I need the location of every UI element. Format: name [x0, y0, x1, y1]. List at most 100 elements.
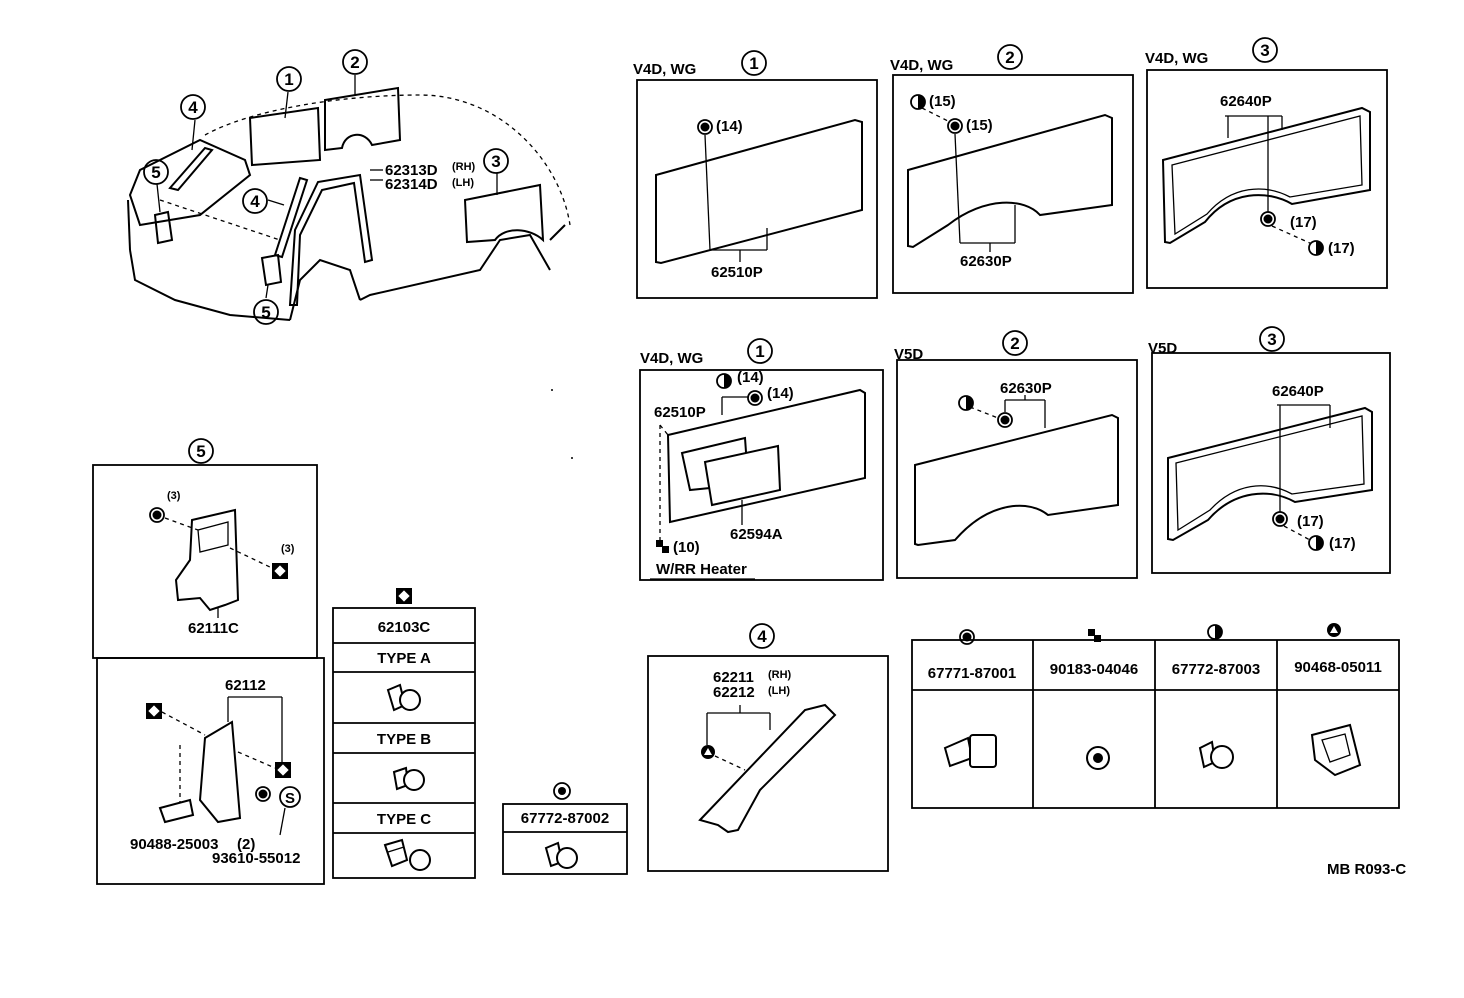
qty-label: (3): [167, 490, 181, 502]
top-panel-2: V4D, WG 2 (15) (15) 62630P: [890, 44, 1134, 294]
vehicle-overview: 1 2 4 5 4 3 5 62313D (RH) 62314D (LH): [127, 49, 571, 325]
variant-label: V4D, WG: [1145, 50, 1208, 67]
svg-text:3: 3: [491, 152, 500, 171]
svg-text:2: 2: [350, 53, 359, 72]
trim-panel-62630P: [914, 413, 1119, 547]
vehicle-callout-3: 3: [483, 148, 509, 174]
type-a-label: TYPE A: [377, 650, 431, 667]
panel-callout: 2: [1010, 334, 1019, 353]
variant-label: V4D, WG: [633, 61, 696, 78]
trim-panel-62630P: [907, 113, 1113, 249]
table-frame: [332, 607, 476, 879]
lh-mark: (LH): [768, 685, 790, 697]
panel-callout: 3: [1267, 330, 1276, 349]
screw-part-label: 93610-55012: [212, 850, 300, 867]
lh-mark: (LH): [452, 177, 474, 189]
section-callout: 5: [196, 442, 205, 461]
part-label: 62510P: [711, 264, 763, 281]
vehicle-callout-5-lower: 5: [253, 299, 279, 325]
clip-qty: (15): [966, 117, 993, 134]
trim-panel-62510P: [655, 118, 863, 265]
clip-qty: (14): [737, 369, 764, 386]
section-4: 4 62211 (RH) 62212 (LH): [647, 623, 889, 872]
top-panel-3: V4D, WG 3 62640P (17) (17): [1145, 37, 1388, 289]
section-5-lower-frame: [96, 657, 325, 885]
fastener-drawing-2: [1086, 746, 1110, 770]
fastener-part-4: 90468-05011: [1294, 659, 1382, 676]
clip-frame: [502, 803, 628, 875]
variant-label: V4D, WG: [640, 350, 703, 367]
fastener-table: 67771-87001 90183-04046 67772-87003 9046…: [911, 623, 1400, 809]
fastener-part-3: 67772-87003: [1172, 661, 1260, 678]
section-4-frame: [647, 655, 889, 872]
clip-qty: (17): [1290, 214, 1317, 231]
part-62212: 62212: [713, 684, 755, 701]
vehicle-callout-5-upper: 5: [143, 159, 169, 185]
part-label: 62640P: [1272, 383, 1324, 400]
svg-text:4: 4: [188, 98, 198, 117]
bolt-90488-25003: [158, 798, 195, 824]
fastener-drawing-1: [943, 734, 997, 768]
trim-panel-62640P: [1167, 406, 1373, 542]
fastener-drawing-3: [1198, 740, 1234, 769]
speck: [551, 389, 553, 391]
part-label: 62112: [225, 677, 266, 694]
fastener-part-2: 90183-04046: [1050, 661, 1138, 678]
bracket-62112: [198, 720, 242, 824]
vehicle-callout-2: 2: [342, 49, 368, 75]
qty-label: (2): [237, 836, 255, 853]
clip-qty: (10): [673, 539, 700, 556]
clip-part-label: 67772-87002: [521, 810, 609, 827]
clip-type-a-drawing: [386, 683, 421, 712]
panel-frame: [892, 74, 1134, 294]
bolt-part-label: 90488-25003: [130, 836, 218, 853]
part-label: 62640P: [1220, 93, 1272, 110]
vehicle-callout-4-upper: 4: [180, 94, 206, 120]
type-b-label: TYPE B: [377, 731, 431, 748]
fastener-drawing-4: [1310, 723, 1362, 777]
part-label: 62630P: [1000, 380, 1052, 397]
panel-callout: 3: [1260, 41, 1269, 60]
clip-qty: (17): [1328, 240, 1355, 257]
panel-callout: 2: [1005, 48, 1014, 67]
clip-qty: (14): [716, 118, 743, 135]
section-callout: 4: [757, 627, 767, 646]
clip-qty: (15): [929, 93, 956, 110]
heater-note: W/RR Heater: [656, 561, 747, 578]
mid-panel-3: V5D 3 62640P (17) (17): [1148, 326, 1391, 574]
mid-panel-2: V5D 2 62630P: [894, 330, 1138, 579]
part-62314D: 62314D: [385, 176, 438, 193]
panel-frame: [1151, 352, 1391, 574]
svg-text:5: 5: [261, 303, 270, 322]
type-c-label: TYPE C: [377, 811, 431, 828]
speck: [571, 457, 573, 459]
clip-type-c-drawing: [383, 838, 431, 871]
panel-frame: [636, 79, 878, 299]
mid-panel-1: V4D, WG 1 (14) (14) 62510P (10) 62594A W…: [639, 338, 884, 581]
svg-text:1: 1: [284, 70, 293, 89]
panel-callout: 1: [749, 54, 758, 73]
clip-types-table: 62103C TYPE A TYPE B TYPE C: [332, 588, 476, 879]
rh-mark: (RH): [768, 669, 792, 681]
pillar-garnish: [698, 703, 837, 834]
svg-text:4: 4: [250, 192, 260, 211]
section-5: 5 (3) (3) 62111C 62112 S 90488-25003 (2)…: [92, 438, 325, 885]
panel-frame: [639, 369, 884, 581]
bracket-62111C: [174, 508, 240, 612]
part-62313D: 62313D: [385, 162, 438, 179]
rh-mark: (RH): [452, 161, 476, 173]
s-mark: S: [285, 790, 295, 807]
clip-qty: (14): [767, 385, 794, 402]
part-label: 62510P: [654, 404, 706, 421]
diagram-code: MB R093-C: [1327, 861, 1406, 878]
panel-callout: 1: [755, 342, 764, 361]
panel-frame: [1146, 69, 1388, 289]
clip-type-b-drawing: [392, 766, 425, 791]
variant-label: V4D, WG: [890, 57, 953, 74]
single-clip-box: 67772-87002: [502, 782, 628, 875]
fastener-part-1: 67771-87001: [928, 665, 1016, 682]
top-panel-1: V4D, WG 1 (14) 62510P: [633, 50, 878, 299]
variant-label: V5D: [894, 346, 923, 363]
qty-label: (3): [281, 543, 295, 555]
